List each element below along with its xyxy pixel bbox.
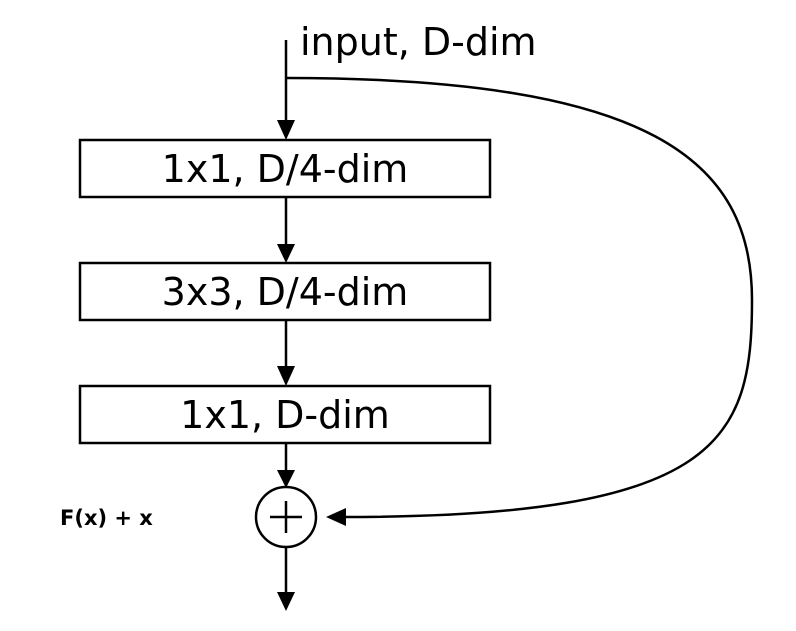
skip-connection-path bbox=[285, 76, 754, 519]
layer-label-2: 3x3, D/4-dim bbox=[162, 270, 409, 314]
skip-connection-arrowhead bbox=[326, 508, 346, 526]
layer-box-3 bbox=[78, 384, 492, 445]
input-arrowhead bbox=[277, 120, 295, 140]
output-arrowhead bbox=[277, 592, 295, 611]
arrowhead-1-2 bbox=[277, 244, 295, 263]
layer-label-3: 1x1, D-dim bbox=[180, 393, 390, 437]
output-label: F(x) + x bbox=[60, 506, 153, 530]
layer-box-1 bbox=[78, 138, 492, 199]
arrowhead-3-sum bbox=[277, 470, 295, 488]
input-label: input, D-dim bbox=[300, 20, 537, 64]
arrowhead-2-3 bbox=[277, 366, 295, 386]
layer-label-1: 1x1, D/4-dim bbox=[162, 147, 409, 191]
layer-box-2 bbox=[78, 261, 492, 322]
